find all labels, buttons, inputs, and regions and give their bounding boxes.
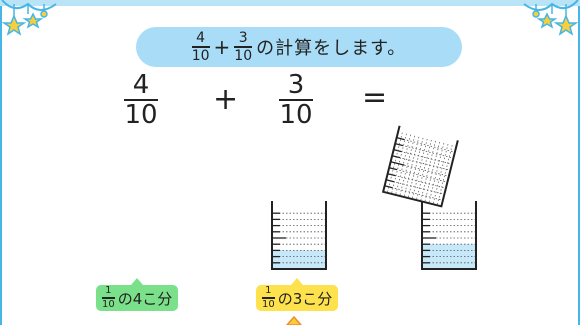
equation-right-fraction: 3 10 [279, 72, 313, 128]
beaker-icon-water [422, 244, 476, 269]
title-fraction-2: 3 10 [234, 30, 253, 64]
scroll-hint-icon [286, 316, 302, 325]
title-fraction-2-numerator: 3 [238, 30, 248, 47]
star-icon [536, 12, 558, 29]
equation-right-numerator: 3 [287, 70, 305, 100]
title-pill: 4 10 + 3 10 の計算をします。 [136, 27, 462, 67]
yellow-tag-text: の3こ分 [277, 289, 333, 308]
green-tag-fraction: 1 10 [102, 286, 115, 310]
green-label-tag: 1 10 の4こ分 [96, 278, 179, 311]
yellow-tag-denominator: 10 [262, 298, 275, 310]
equation-right-denominator: 10 [279, 100, 313, 130]
title-fraction-1: 4 10 [191, 30, 210, 64]
equation-left-numerator: 4 [132, 70, 150, 100]
beaker-icon [381, 125, 459, 208]
beaker-icon [271, 201, 327, 270]
left-star-decoration [1, 0, 57, 36]
equation-left-denominator: 10 [124, 100, 158, 130]
beaker-icon [421, 201, 477, 270]
title-fraction-1-denominator: 10 [191, 47, 210, 64]
green-tag-text: の4こ分 [117, 289, 173, 308]
star-icon [553, 14, 579, 36]
green-tag-denominator: 10 [102, 298, 115, 310]
yellow-tag-numerator: 1 [265, 285, 272, 297]
tilted-beaker [381, 125, 459, 208]
top-border [0, 0, 580, 6]
green-tag-numerator: 1 [105, 285, 112, 297]
star-icon [1, 14, 27, 36]
equation-plus: + [213, 82, 239, 117]
title-text: の計算をします。 [256, 38, 407, 59]
title-fraction-2-denominator: 10 [234, 47, 253, 64]
yellow-label-tag: 1 10 の3こ分 [256, 278, 339, 311]
equation-left-fraction: 4 10 [124, 72, 158, 128]
title-plus: + [213, 35, 231, 59]
beaker-icon-water [272, 250, 326, 269]
right-star-decoration [523, 0, 579, 36]
equation-equals: = [362, 80, 388, 115]
yellow-tag-fraction: 1 10 [262, 286, 275, 310]
star-icon [22, 12, 44, 29]
title-fraction-1-numerator: 4 [196, 30, 206, 47]
